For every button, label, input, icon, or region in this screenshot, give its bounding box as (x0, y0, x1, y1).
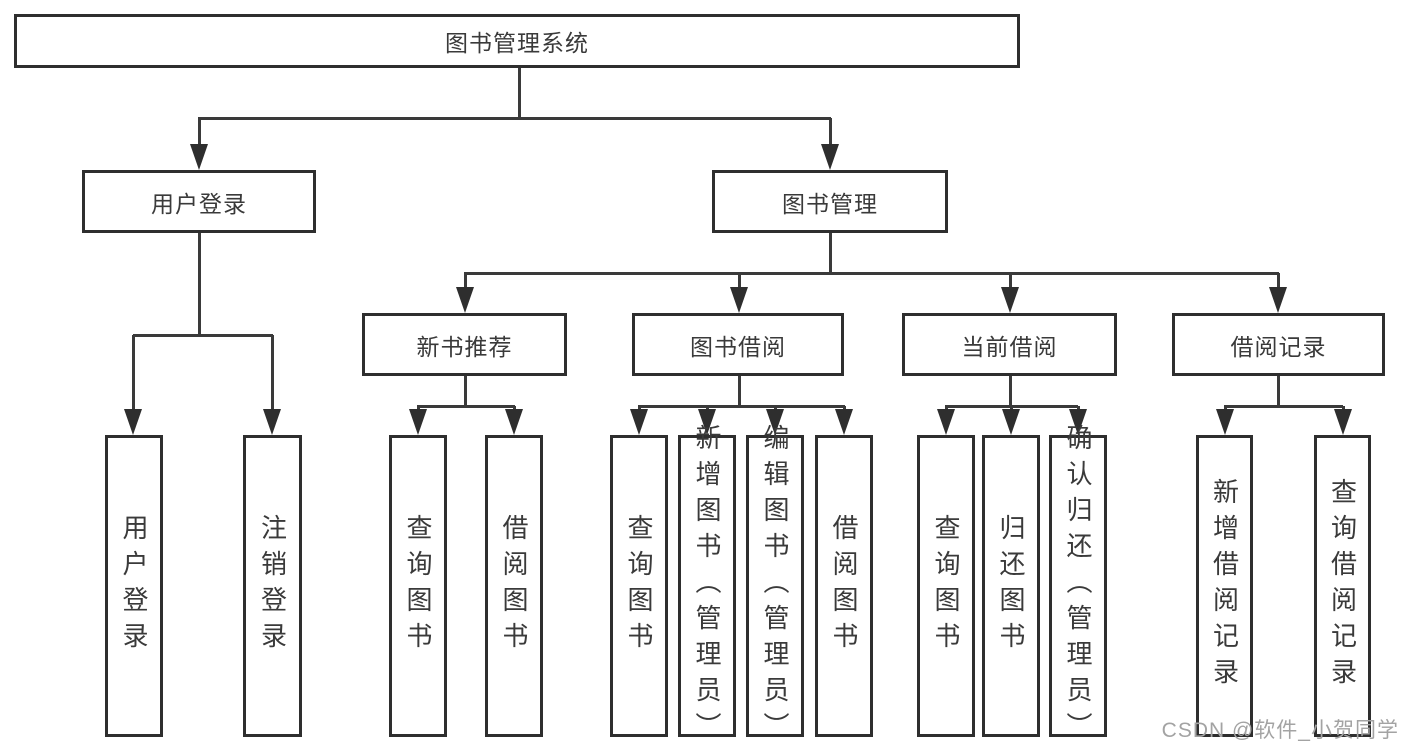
arrowhead-icon (505, 409, 523, 435)
arrowhead-icon (698, 409, 716, 435)
node-current-borrowing: 当前借阅 (902, 313, 1117, 376)
node-label: 查询借阅记录 (1327, 478, 1358, 694)
node-label: 查询图书 (403, 514, 433, 658)
connector-line (945, 406, 948, 409)
node-label: 新增借阅记录 (1209, 478, 1240, 694)
node-book-borrowing: 图书借阅 (632, 313, 844, 376)
node-label: 借阅图书 (499, 514, 529, 658)
arrowhead-icon (1269, 287, 1287, 313)
arrowhead-icon (730, 287, 748, 313)
connector-line (1010, 406, 1013, 409)
connector-line (198, 233, 201, 335)
leaf-add-borrow-record: 新增借阅记录 (1196, 435, 1253, 737)
connector-line (738, 376, 741, 407)
node-label: 新增图书（管理员） (692, 424, 722, 747)
arrowhead-icon (630, 409, 648, 435)
arrowhead-icon (937, 409, 955, 435)
csdn-watermark: CSDN @软件_小贺同学 (1161, 719, 1399, 742)
connector-line (1277, 376, 1280, 407)
connector-line (464, 272, 1279, 275)
node-label: 图书管理 (782, 190, 878, 217)
connector-line (464, 273, 467, 287)
leaf-edit-books-admin: 编辑图书（管理员） (746, 424, 804, 747)
leaf-borrow-books: 借阅图书 (815, 435, 873, 737)
arrowhead-icon (835, 409, 853, 435)
node-label: 图书借阅 (690, 333, 786, 360)
node-label: 查询图书 (624, 514, 654, 658)
leaf-return-books: 归还图书 (982, 435, 1040, 737)
leaf-query-books-borrowing: 查询图书 (610, 435, 668, 737)
node-label: 确认归还（管理员） (1063, 424, 1093, 747)
connector-line (774, 406, 777, 409)
arrowhead-icon (1334, 409, 1352, 435)
node-label: 归还图书 (996, 514, 1026, 658)
node-label: 借阅图书 (829, 514, 859, 658)
node-label: 用户登录 (151, 190, 247, 217)
connector-line (464, 376, 467, 407)
connector-line (198, 117, 831, 120)
leaf-query-books-current: 查询图书 (917, 435, 975, 737)
arrowhead-icon (1216, 409, 1234, 435)
node-borrowing-records: 借阅记录 (1172, 313, 1385, 376)
node-label: 当前借阅 (961, 333, 1058, 360)
node-user-login: 用户登录 (82, 170, 316, 233)
connector-line (518, 68, 521, 118)
connector-line (706, 406, 709, 409)
connector-line (638, 406, 641, 409)
connector-line (843, 406, 846, 409)
leaf-logout: 注销登录 (243, 435, 302, 737)
connector-line (829, 233, 832, 273)
connector-line (417, 406, 420, 409)
connector-line (198, 118, 201, 146)
node-label: 注销登录 (257, 514, 288, 658)
connector-line (1277, 273, 1280, 287)
connector-line (1009, 273, 1012, 287)
node-label: 编辑图书（管理员） (760, 424, 790, 747)
connector-line (829, 118, 832, 146)
leaf-add-books-admin: 新增图书（管理员） (678, 424, 736, 747)
leaf-user-login: 用户登录 (105, 435, 163, 737)
leaf-query-borrow-record: 查询借阅记录 (1314, 435, 1371, 737)
connector-line (1077, 406, 1080, 409)
connector-line (1224, 405, 1343, 408)
node-new-book-recommend: 新书推荐 (362, 313, 567, 376)
connector-line (1224, 406, 1227, 409)
node-book-management: 图书管理 (712, 170, 948, 233)
arrowhead-icon (821, 144, 839, 170)
leaf-confirm-return-admin: 确认归还（管理员） (1049, 424, 1107, 747)
connector-line (738, 273, 741, 287)
node-label: 查询图书 (931, 514, 961, 658)
arrowhead-icon (190, 144, 208, 170)
node-label: 图书管理系统 (445, 30, 589, 56)
arrowhead-icon (1069, 409, 1087, 435)
arrowhead-icon (766, 409, 784, 435)
connector-line (638, 405, 845, 408)
arrowhead-icon (409, 409, 427, 435)
connector-line (132, 335, 135, 409)
arrowhead-icon (456, 287, 474, 313)
node-root-library-system: 图书管理系统 (14, 14, 1020, 68)
connector-line (133, 334, 273, 337)
connector-line (1342, 406, 1345, 409)
arrowhead-icon (124, 409, 142, 435)
connector-line (513, 406, 516, 409)
connector-line (271, 335, 274, 409)
leaf-borrow-books-recommend: 借阅图书 (485, 435, 543, 737)
leaf-query-books-recommend: 查询图书 (389, 435, 447, 737)
arrowhead-icon (1002, 409, 1020, 435)
node-label: 用户登录 (119, 514, 149, 658)
arrowhead-icon (1001, 287, 1019, 313)
connector-line (417, 405, 515, 408)
node-label: 新书推荐 (416, 333, 513, 360)
node-label: 借阅记录 (1230, 333, 1327, 360)
arrowhead-icon (263, 409, 281, 435)
connector-line (1009, 376, 1012, 407)
